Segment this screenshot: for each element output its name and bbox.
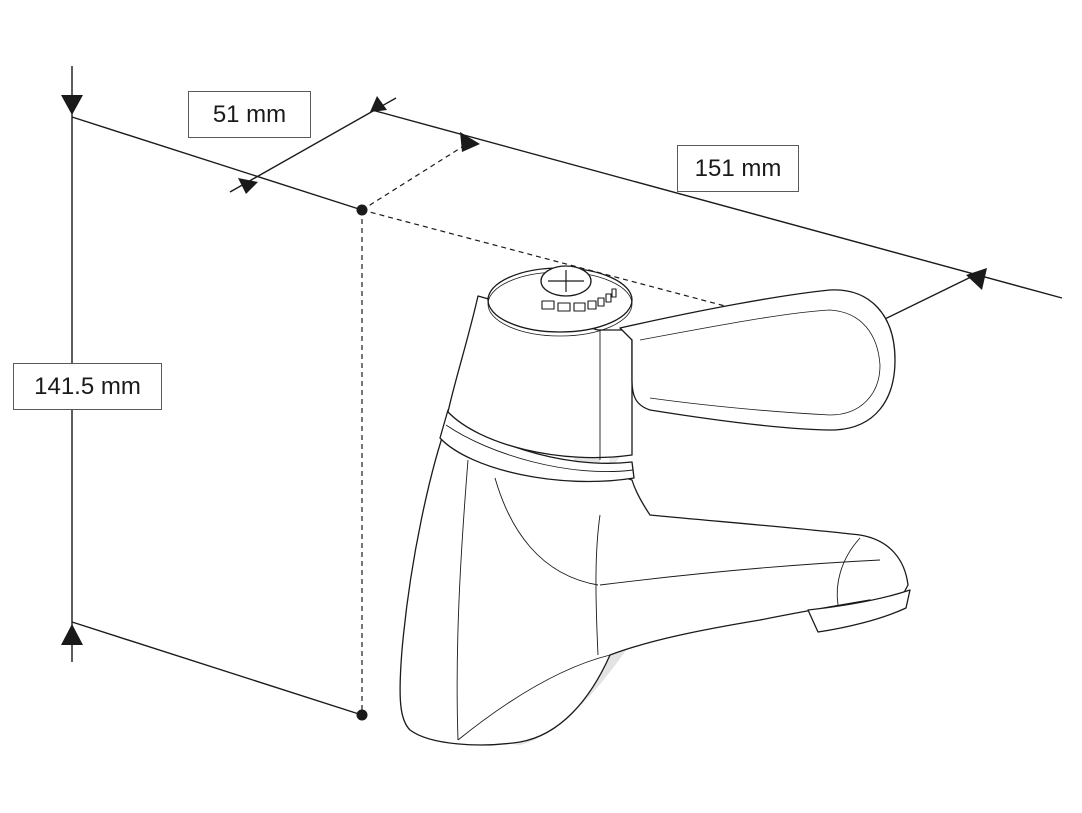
arrow-length-start-icon — [460, 132, 480, 152]
arrow-depth-start-icon — [238, 178, 258, 194]
arrow-up-icon — [61, 624, 83, 645]
temperature-scale-marks — [541, 288, 617, 312]
reference-dot-top — [356, 204, 368, 216]
tap-body — [399, 419, 909, 746]
arrow-length-end-icon — [966, 268, 987, 290]
reference-dot-bottom — [356, 709, 368, 721]
handle-column — [447, 295, 633, 459]
top-reference-line-left — [71, 116, 363, 211]
arrow-depth-end-icon — [370, 96, 387, 112]
depth-projection-line — [361, 141, 471, 211]
length-dimension-line — [371, 109, 1063, 299]
dimension-label-height: 141.5 mm — [13, 363, 162, 410]
spout-nozzle — [807, 589, 911, 633]
tap-illustration — [399, 265, 911, 746]
arrowheads — [61, 95, 987, 645]
lever-handle — [619, 289, 896, 431]
bottom-reference-line — [71, 621, 363, 716]
depth-dimension-line — [229, 97, 397, 193]
dimension-label-length: 151 mm — [677, 145, 799, 192]
arrow-down-icon — [61, 95, 83, 115]
dimension-label-depth: 51 mm — [188, 91, 311, 138]
